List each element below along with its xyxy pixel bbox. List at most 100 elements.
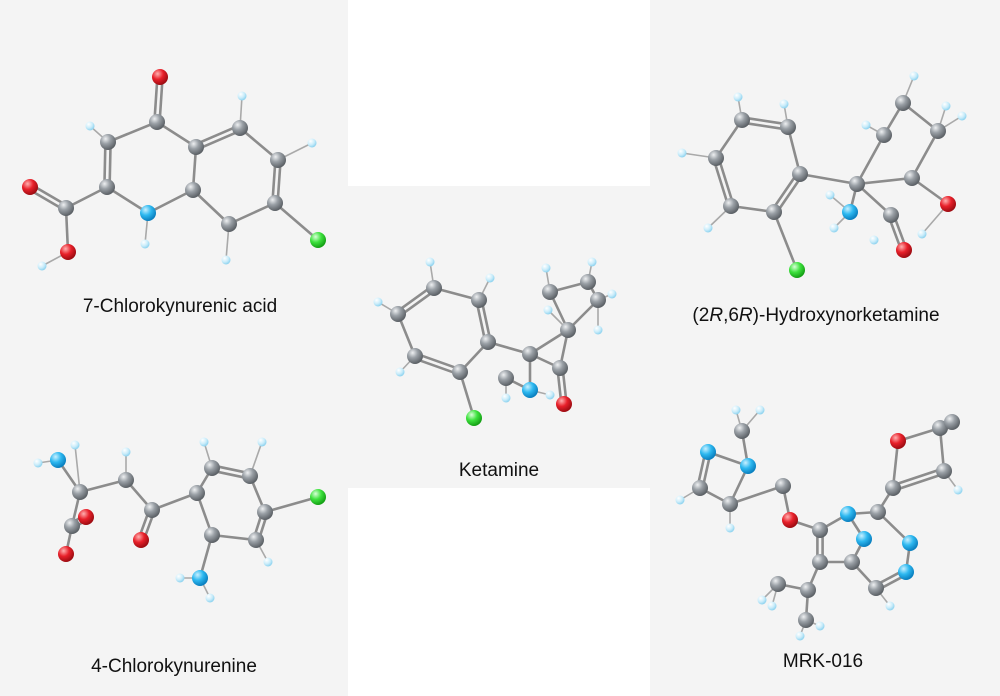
hydrogen-atom [767,601,777,611]
carbon-atom [480,334,496,350]
oxygen-atom [58,546,74,562]
label-mrk-016: MRK-016 [782,651,864,672]
hydrogen-atom [757,595,767,605]
label-ketamine: Ketamine [458,460,540,481]
bond [798,172,859,186]
hydroxynorketamine-atoms [677,71,967,278]
bond [191,188,231,226]
chlorokynurenic-acid-bonds [27,75,320,267]
carbon-atom [248,532,264,548]
carbon-atom [144,502,160,518]
carbon-atom [204,527,220,543]
bond [414,352,463,371]
carbon-atom [944,414,960,430]
panel-ketamine [348,186,650,488]
hydrogen-atom [221,255,231,265]
hydrogen-atom [485,273,495,283]
carbon-atom [72,484,88,500]
hydrogen-atom [237,91,247,101]
carbon-atom [708,150,724,166]
bond [458,370,476,420]
carbon-atom [204,460,220,476]
bond [238,126,280,162]
carbon-atom [734,112,750,128]
bond [105,185,150,215]
hydrogen-atom [861,120,871,130]
panel-4-chlorokynurenine [0,348,348,696]
carbon-atom [868,580,884,596]
bond [774,174,804,215]
oxygen-atom [60,244,76,260]
hydrogen-atom [885,601,895,611]
hydrogen-atom [543,305,553,315]
hydrogen-atom [37,261,47,271]
carbon-atom [426,280,442,296]
carbon-atom [58,200,74,216]
carbon-atom [407,348,423,364]
hydrogen-atom [85,121,95,131]
hydrogen-atom [501,393,511,403]
bond [892,472,947,492]
hydrogen-atom [545,390,555,400]
panel-mrk-016 [650,348,1000,696]
carbon-atom [775,478,791,494]
bond [106,120,159,144]
carbon-atom [734,423,750,439]
carbon-atom [560,322,576,338]
nitrogen-atom [700,444,716,460]
panel-7-chlorokynurenic-acid [0,0,348,348]
oxygen-atom [556,396,572,412]
carbon-atom [812,554,828,570]
bond [741,116,790,126]
hydrogen-atom [33,458,43,468]
bond [263,495,320,514]
carbon-atom [232,120,248,136]
hydrogen-atom [593,325,603,335]
oxygen-atom [940,196,956,212]
hydrogen-atom [779,99,789,109]
oxygen-atom [133,532,149,548]
carbon-atom [770,576,786,592]
hydrogen-atom [957,111,967,121]
hydrogen-atom [307,138,317,148]
bond [712,157,730,209]
nitrogen-atom [856,531,872,547]
carbon-atom [800,582,816,598]
label-hnk-part-2: ,6 [723,305,739,326]
carbon-atom [870,504,886,520]
carbon-atom [242,468,258,484]
carbon-atom [849,176,865,192]
hydrogen-atom [917,229,927,239]
bond [770,171,800,212]
carbon-atom [930,123,946,139]
carbon-atom [812,522,828,538]
label-7-chlorokynurenic-acid: 7-Chlorokynurenic acid [82,296,278,317]
nitrogen-atom [902,535,918,551]
hydrogen-atom [70,440,80,450]
carbon-atom [883,207,899,223]
carbon-atom [498,370,514,386]
bond [193,124,241,146]
label-hnk-r1: R [709,305,724,326]
hydrogen-atom [909,71,919,81]
bond [412,357,461,376]
chlorokynurenic-acid-atoms [22,69,326,271]
bond [273,201,320,242]
nitrogen-atom [740,458,756,474]
hydrogen-atom [395,367,405,377]
carbon-atom [64,518,80,534]
oxygen-atom [896,242,912,258]
bond [728,484,785,506]
hydrogen-atom [541,263,551,273]
bond [855,176,914,186]
oxygen-atom [782,512,798,528]
hydrogen-atom [425,257,435,267]
carbon-atom [692,480,708,496]
hydrogen-atom [257,437,267,447]
carbon-atom [904,170,920,186]
carbon-atom [766,204,782,220]
hydrogen-atom [263,557,273,567]
label-hnk-r2: R [738,305,753,326]
bond [910,129,940,180]
